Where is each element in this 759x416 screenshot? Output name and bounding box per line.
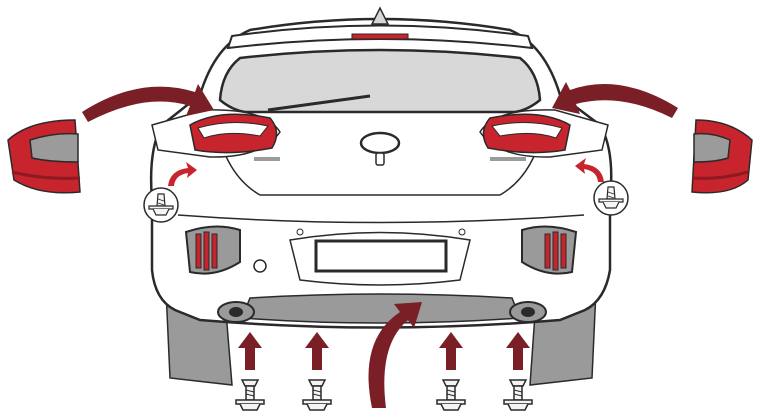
arrow-screw-up [238, 332, 262, 370]
arrow-screw-up [506, 332, 530, 370]
right-tail-lamp-detached [692, 120, 752, 193]
arrow-screw-up [305, 332, 329, 370]
left-push-clip [144, 188, 178, 222]
bumper-sensor [254, 260, 266, 272]
left-tail-lamp-detached [8, 120, 80, 193]
brand-badge [361, 133, 399, 153]
arrow-screw-up [439, 332, 463, 370]
bumper-screw [236, 380, 264, 410]
bumper-screw [437, 380, 465, 410]
bumper-screw [504, 380, 532, 410]
rear-window [220, 50, 540, 112]
tailgate-handle [376, 153, 384, 165]
brake-light [352, 34, 408, 39]
right-push-clip [594, 181, 628, 215]
bumper-screw [303, 380, 331, 410]
rear-diffuser [242, 294, 520, 323]
model-badge-left [254, 157, 280, 161]
antenna-icon [372, 8, 388, 24]
model-badge-right [490, 157, 526, 161]
license-plate [316, 241, 446, 271]
